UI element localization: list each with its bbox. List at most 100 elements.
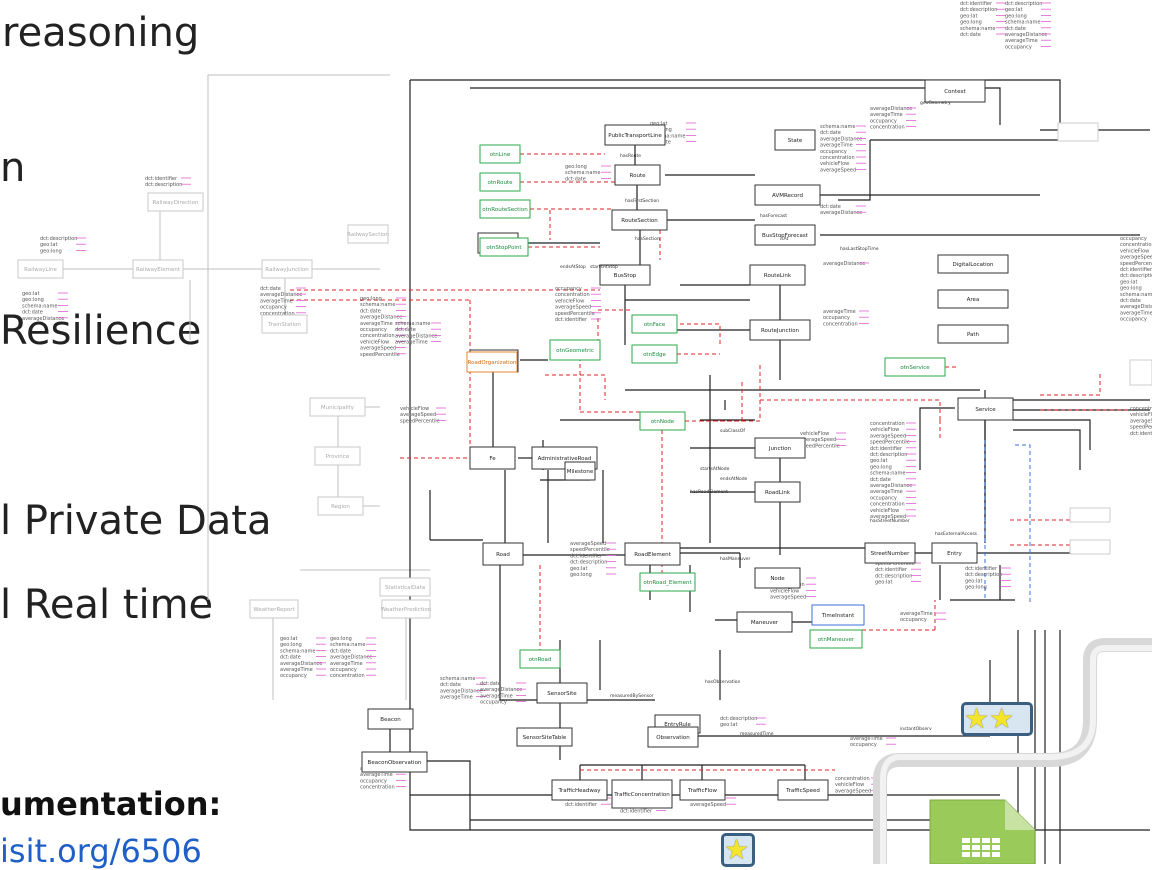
relation-label: measuredBySensor — [610, 693, 654, 699]
class-box-label: Milestone — [567, 469, 594, 475]
external-class-box — [519, 649, 561, 669]
attribute-label: occupancy — [870, 118, 897, 124]
faded-class-box-label: RailwayDirection — [152, 200, 199, 206]
attribute-label: geo:lat — [22, 291, 39, 297]
attribute-label: geo:lat — [870, 458, 887, 464]
attribute-label: vehicleFlow — [870, 508, 899, 514]
attribute-label: averageDistance — [280, 661, 322, 667]
attribute-label: schema:name — [1120, 292, 1152, 298]
attribute-label: averageTime — [280, 667, 313, 673]
attribute-label: averageTime — [360, 321, 393, 327]
attribute-label: dct:identifier — [555, 317, 588, 323]
attribute-label: averageTime — [395, 340, 428, 346]
subclass-connector-27 — [1040, 372, 1101, 396]
attribute-label: concentration — [360, 785, 395, 791]
attribute-label: averageDistance — [1120, 304, 1152, 310]
faded-class-box-label: StatisticalData — [385, 585, 425, 591]
attribute-label: averageDistance — [360, 315, 402, 321]
attribute-label: dct:identifier — [965, 566, 998, 572]
attribute-label: speedPercentile — [555, 311, 595, 317]
external-class-box — [639, 572, 696, 592]
class-box — [754, 184, 821, 206]
attribute-label: dct:description — [40, 236, 77, 242]
external-class-box-label: otnRoad_Element — [643, 580, 692, 586]
class-box-label: Path — [967, 332, 980, 338]
subclass-connector-17 — [700, 365, 761, 422]
faded-class-box — [347, 224, 389, 244]
external-class-box-label: otnStopPoint — [486, 245, 522, 251]
class-box-label: RouteSection — [621, 218, 658, 224]
class-box — [754, 481, 801, 503]
external-class-box-label: otnRouteSection — [482, 207, 528, 213]
connector-51 — [427, 760, 471, 795]
class-box-label: TrafficSpeed — [785, 788, 820, 794]
class-box-label: StreetNumber — [871, 551, 911, 557]
attribute-label: dct:date — [820, 130, 841, 136]
attribute-label: averageSpeed — [870, 433, 906, 439]
attribute-label: averageDistance — [820, 210, 862, 216]
faded-class-box — [381, 599, 431, 619]
faded-class-box-label: RailwaySection — [347, 232, 389, 238]
attribute-label: averageTime — [870, 489, 903, 495]
attribute-label: dct:description — [960, 7, 997, 13]
spreadsheet-cell — [982, 845, 990, 850]
attribute-label: occupancy — [480, 700, 507, 706]
attribute-label: vehicleFlow — [555, 298, 584, 304]
class-box-label: State — [788, 138, 803, 144]
class-box-label: SensorSite — [547, 691, 577, 697]
attribute-label: geo:lat — [1120, 279, 1137, 285]
class-box — [749, 319, 811, 341]
class-box-label: SensorSiteTable — [523, 735, 567, 741]
attribute-label: averageSpeed — [1120, 255, 1152, 261]
attribute-label: concentration — [870, 502, 905, 508]
star-icon: ★★ — [964, 703, 1015, 734]
class-box — [604, 124, 666, 146]
external-class-box-label: otnLine — [490, 152, 511, 158]
attribute-label: dct:date — [395, 327, 416, 333]
attribute-label: dct:date — [820, 204, 841, 210]
faded-connectors — [63, 74, 430, 700]
attribute-label: geo:lat — [875, 580, 892, 586]
attribute-label: averageDistance — [22, 316, 64, 322]
external-class-box-label: otnService — [900, 365, 930, 371]
attribute-label: vehicleFlow — [360, 339, 389, 345]
relation-label: isAt — [780, 236, 789, 242]
class-box-label: RouteJunction — [761, 328, 800, 334]
relation-label: startsAtNode — [700, 466, 730, 472]
attribute-label: vehicleFlow — [820, 161, 849, 167]
class-box — [924, 79, 986, 103]
external-class-box — [479, 199, 531, 219]
class-box-label: Beacon — [380, 717, 401, 723]
external-class-box — [884, 357, 946, 377]
attribute-label: schema:name — [960, 26, 995, 32]
attribute-label: dct:identifier — [870, 446, 903, 452]
faded-class-box — [132, 259, 184, 279]
overlay-shapes — [873, 638, 1152, 864]
faded-class-box-label: Municipality — [321, 405, 355, 411]
faded-class-box — [17, 259, 64, 279]
class-box-label: Maneuver — [751, 620, 779, 626]
attribute-label: geo:lat — [280, 636, 297, 642]
attribute-label: concentration — [823, 321, 858, 327]
attribute-label: speedPercentile — [870, 440, 910, 446]
attribute-label: dct:description — [965, 572, 1002, 578]
subclass-connector-18 — [545, 374, 606, 400]
class-box-label: RoadOrganization — [468, 360, 517, 366]
attribute-label: dct:identifier — [570, 553, 603, 559]
faded-class-box-label: RailwayJunction — [265, 267, 309, 273]
one-star-badge: ★ — [721, 833, 755, 867]
class-box — [599, 264, 651, 286]
attribute-label: occupancy — [1120, 317, 1147, 323]
class-box — [551, 779, 608, 801]
attribute-label: dct:date — [360, 308, 381, 314]
connector-1 — [409, 80, 1150, 831]
attribute-label: schema:name — [330, 642, 365, 648]
attribute-label: averageTime — [1120, 310, 1152, 316]
class-box — [774, 129, 816, 151]
bullet-resilience: Resilience — [0, 308, 202, 354]
attribute-label: dct:identifier — [875, 567, 908, 573]
attribute-label: schema:name — [280, 648, 315, 654]
class-box-label: TimeInstant — [821, 613, 855, 619]
attribute-label: averageDistance — [820, 136, 862, 142]
attribute-label: occupancy — [260, 305, 287, 311]
